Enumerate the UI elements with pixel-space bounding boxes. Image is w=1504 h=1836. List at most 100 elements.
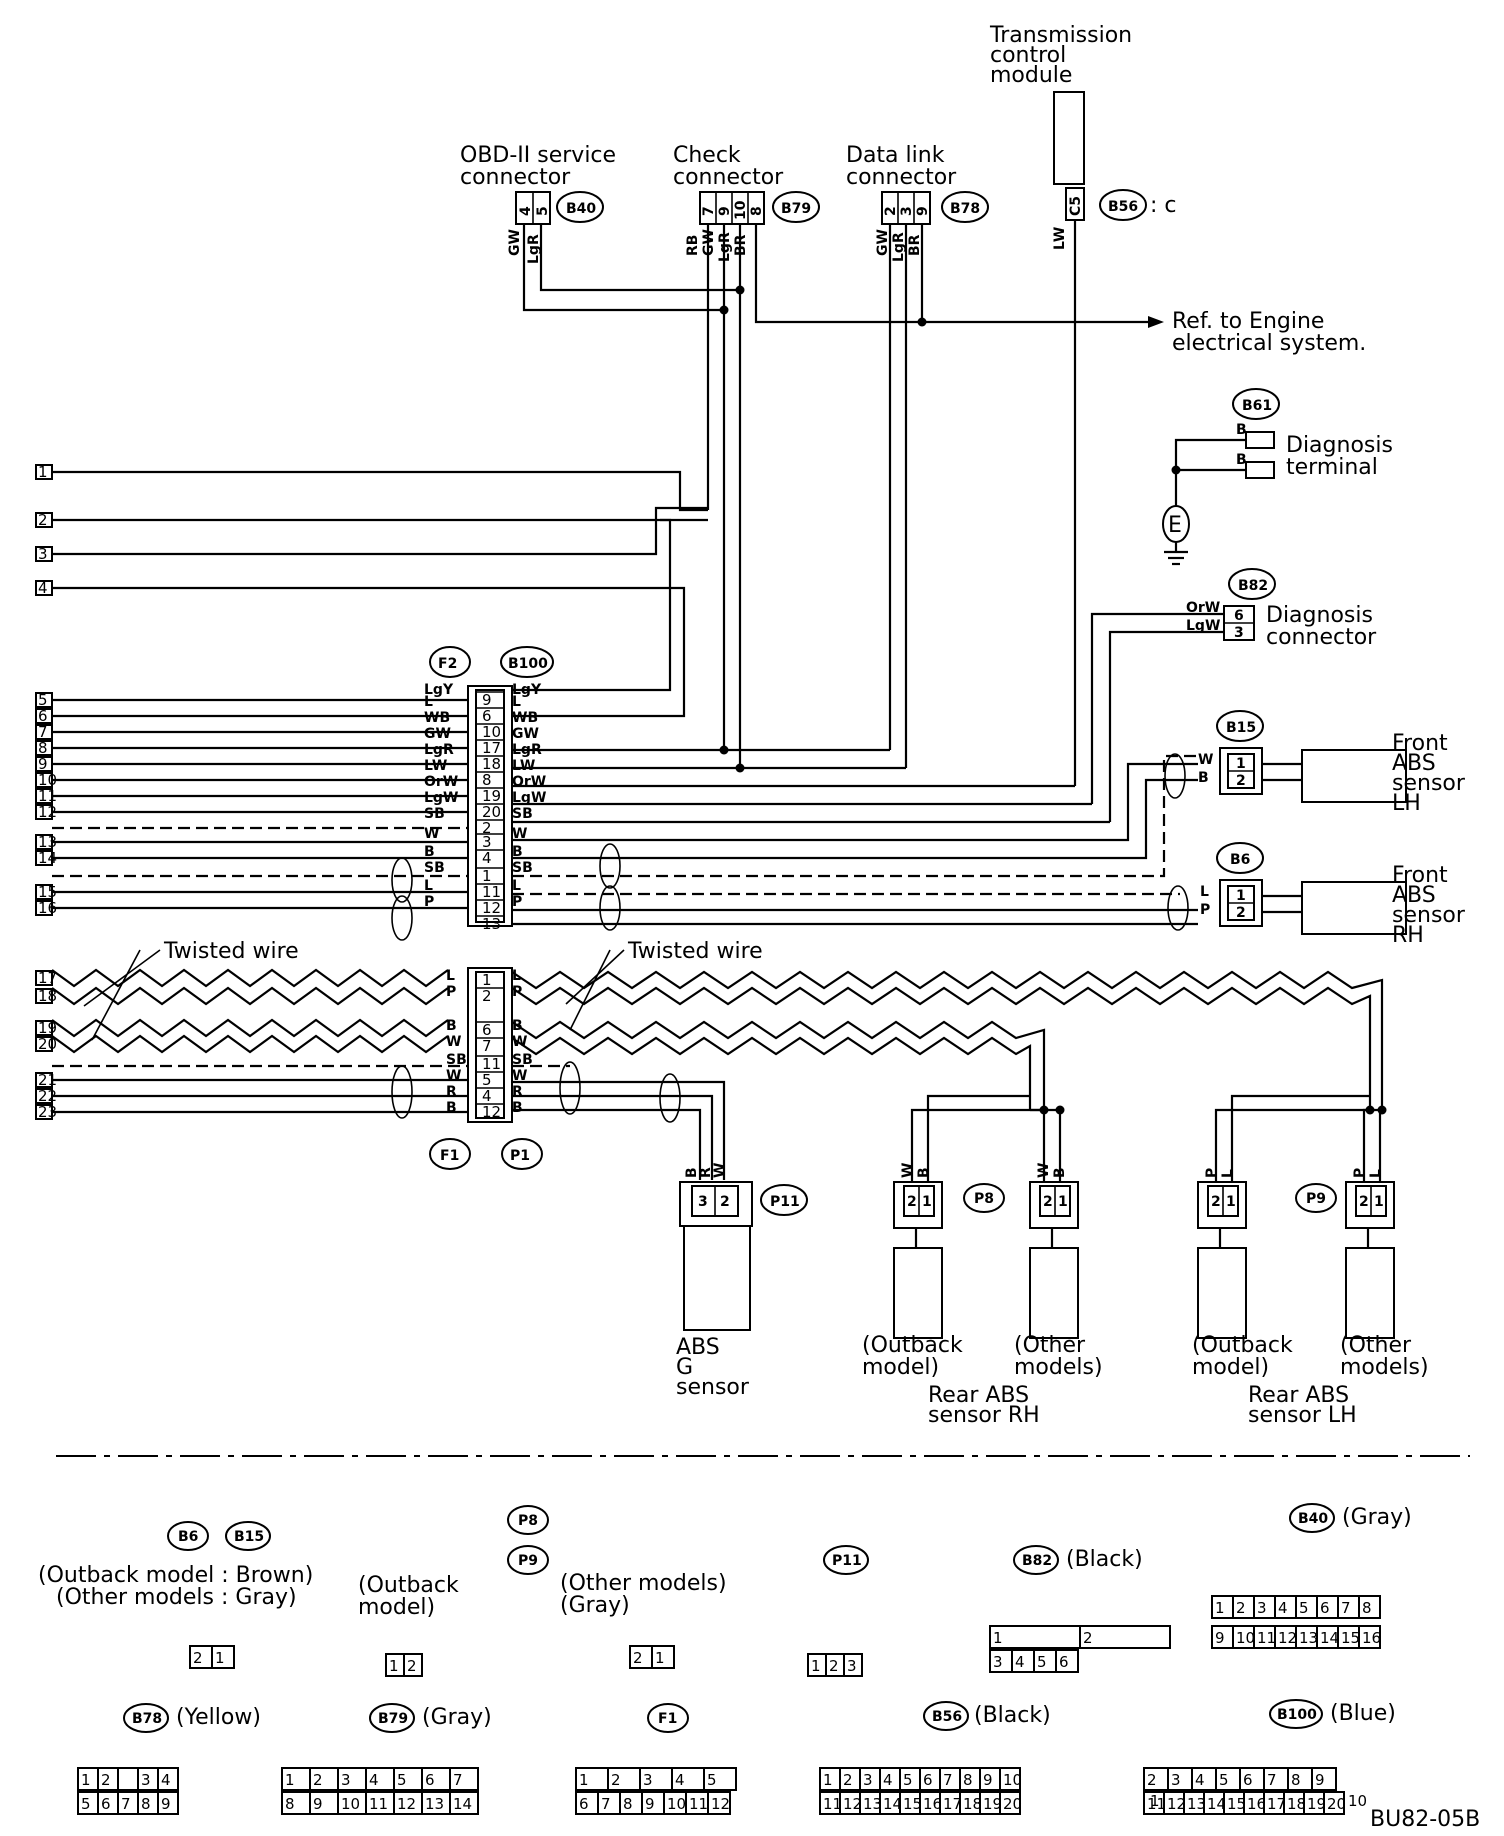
b61-terminal-1 — [1245, 431, 1275, 449]
b78-wire-gw: GW — [875, 229, 891, 256]
legend-b100-first: 1 — [1150, 1792, 1160, 1810]
f2-b100-pin: 6 — [482, 707, 492, 725]
transmission-control-module: Transmission control module C5 LW B56 : … — [989, 23, 1177, 250]
legend-pin: 11 — [1147, 1795, 1166, 1813]
legend-b82-id: B82 — [1022, 1553, 1052, 1569]
row-number: 14 — [38, 849, 57, 867]
left-wires — [51, 470, 708, 1114]
row-number: 4 — [38, 579, 48, 597]
legend-b40-id: B40 — [1298, 1511, 1328, 1527]
legend-pin: 6 — [1320, 1599, 1330, 1617]
row-box-15: 15 — [35, 883, 57, 901]
legend-pin: 5 — [1299, 1599, 1309, 1617]
b100-wire-color: L — [512, 694, 521, 710]
legend-pin: 7 — [601, 1795, 611, 1813]
legend-pin: 8 — [1362, 1599, 1372, 1617]
f2-b100-pin: 19 — [482, 787, 501, 805]
f1-wire-color: B — [446, 1018, 457, 1034]
legend-pin: 12 — [711, 1795, 730, 1813]
legend-pin: 12 — [397, 1795, 416, 1813]
legend-pin: 6 — [1059, 1653, 1069, 1671]
b61-wire-b1: B — [1236, 422, 1247, 438]
row-number: 19 — [38, 1019, 57, 1037]
legend-p8-badge — [507, 1505, 549, 1535]
b82-pin-3: 3 — [1234, 625, 1244, 641]
legend-pin: 3 — [341, 1771, 351, 1789]
legend-pin: 2 — [193, 1649, 203, 1667]
legend-pin: 5 — [397, 1771, 407, 1789]
p1-wire-color: W — [512, 1068, 527, 1084]
twisted-wire-label-right: Twisted wire — [627, 939, 763, 964]
b79-connector-id: B79 — [781, 201, 811, 217]
diag-terminal-line1: Diagnosis — [1286, 433, 1393, 458]
rear-rh-line2: sensor RH — [928, 1403, 1040, 1428]
row-box-4: 4 — [35, 579, 53, 597]
tcm-label-line3: module — [990, 63, 1072, 88]
legend-pin: 4 — [675, 1771, 685, 1789]
legend-b100-last: 10 — [1348, 1792, 1367, 1810]
legend-pin: 11 — [369, 1795, 388, 1813]
b15-pin-2: 2 — [1236, 773, 1246, 789]
b15-pin-1: 1 — [1236, 756, 1246, 772]
legend-pin: 14 — [1320, 1629, 1339, 1647]
rear-sensor-body — [1345, 1247, 1395, 1339]
legend-pin: 5 — [707, 1771, 717, 1789]
row-number: 17 — [38, 969, 57, 987]
legend-pin: 4 — [883, 1771, 893, 1789]
legend-pin: 5 — [1219, 1771, 1229, 1789]
diag-connector-line2: connector — [1266, 625, 1377, 650]
legend-pin: 2 — [1083, 1629, 1093, 1647]
legend-b79-badge — [369, 1703, 415, 1733]
legend-pin: 20 — [1003, 1795, 1022, 1813]
b61-wire-b2: B — [1236, 452, 1247, 468]
b79-pin-10: 10 — [733, 200, 749, 220]
f2-wire-color: L — [424, 878, 433, 894]
f2-b100-pin: 9 — [482, 691, 492, 709]
rear-wire-color: P — [1204, 1168, 1220, 1178]
b82-connector-id-badge — [1228, 568, 1276, 600]
row-number: 1 — [38, 463, 48, 481]
row-box-18: 18 — [35, 987, 57, 1005]
rear-sensor-label-1: (Other — [1340, 1333, 1412, 1358]
legend-pin: 17 — [1267, 1795, 1286, 1813]
row-number: 8 — [38, 739, 48, 757]
row-number: 2 — [38, 511, 48, 529]
b56-connector-id-badge — [1099, 189, 1147, 221]
legend-pin: 13 — [425, 1795, 444, 1813]
f2-wire-color: L — [424, 694, 433, 710]
legend-b56-id: B56 — [932, 1709, 962, 1725]
row-number: 6 — [38, 707, 48, 725]
check-label-line2: connector — [673, 165, 784, 190]
b78-wire-lgr: LgR — [891, 232, 907, 262]
legend-pin: 18 — [963, 1795, 982, 1813]
p1-wire-color: R — [512, 1084, 523, 1100]
legend-pin: 3 — [1171, 1771, 1181, 1789]
row-number: 18 — [38, 987, 57, 1005]
legend-pin: 3 — [993, 1653, 1003, 1671]
legend-b56-color: (Black) — [974, 1703, 1051, 1728]
row-number: 13 — [38, 833, 57, 851]
p9-connector-id: P9 — [1306, 1191, 1326, 1207]
legend-pin: 11 — [823, 1795, 842, 1813]
p8-connector-id: P8 — [974, 1191, 994, 1207]
legend-pin: 4 — [369, 1771, 379, 1789]
row-number: 11 — [38, 787, 57, 805]
diagram-code: BU82-05B — [1370, 1807, 1480, 1832]
p9-badge: P9 — [1295, 1183, 1337, 1213]
b78-connector-id: B78 — [950, 201, 980, 217]
f1-wire-color: R — [446, 1084, 457, 1100]
b79-pin-9: 9 — [717, 206, 733, 216]
b100-wire-color: LgY — [512, 682, 542, 698]
rear-wire-color: L — [1220, 1169, 1236, 1178]
legend-pin: 11 — [1257, 1629, 1276, 1647]
rear-sensor-body — [893, 1247, 943, 1339]
f1-wire-color: SB — [446, 1052, 467, 1068]
b78-connector-id-badge — [941, 191, 989, 223]
legend-pin: 4 — [1195, 1771, 1205, 1789]
legend-pin: 6 — [425, 1771, 435, 1789]
f2-wire-color: P — [424, 894, 434, 910]
